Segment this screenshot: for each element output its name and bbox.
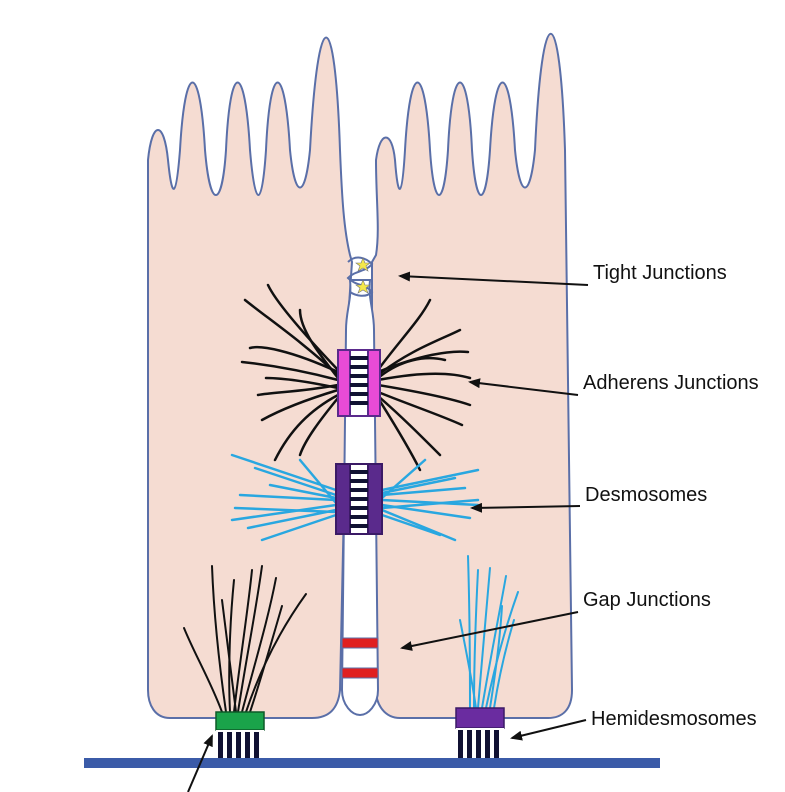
label-tight-junctions: Tight Junctions [593, 262, 727, 284]
gap-junction-lower [341, 667, 379, 679]
label-gap-junctions: Gap Junctions [583, 589, 711, 611]
adherens-left-plaque [337, 349, 351, 417]
label-adherens-junctions: Adherens Junctions [583, 372, 759, 394]
gap-junction-upper [341, 637, 379, 649]
desmosome-right-plaque [367, 463, 383, 535]
arrow-hemidesmosomes [510, 719, 587, 741]
arrow-gap-junctions [400, 611, 579, 651]
actin-filaments [240, 283, 472, 472]
basement-membrane [84, 758, 660, 768]
hemidesmosome-right-filaments [459, 555, 519, 709]
label-hemidesmosomes: Hemidesmosomes [591, 708, 757, 730]
desmosome-left-plaque [335, 463, 351, 535]
arrow-left-hemidesmosome [187, 734, 213, 792]
hemidesmosome-left [215, 711, 265, 758]
hemidesmosome-left-filaments [183, 565, 307, 713]
hemidesmosome-right [455, 707, 505, 758]
left-cell [147, 36, 354, 719]
tight-junction [346, 256, 374, 297]
tight-junction-star-lower [355, 279, 371, 294]
adherens-right-plaque [367, 349, 381, 417]
arrow-desmosomes [470, 502, 581, 513]
tight-junction-star-upper [355, 257, 371, 272]
keratin-filaments-desmosome [230, 453, 480, 542]
desmosome [335, 463, 383, 535]
gap-junctions [341, 637, 379, 679]
adherens-junction [337, 349, 381, 417]
right-cell [371, 33, 574, 719]
arrow-adherens-junctions [468, 378, 579, 396]
arrow-tight-junctions [398, 271, 589, 286]
label-desmosomes: Desmosomes [585, 484, 707, 506]
